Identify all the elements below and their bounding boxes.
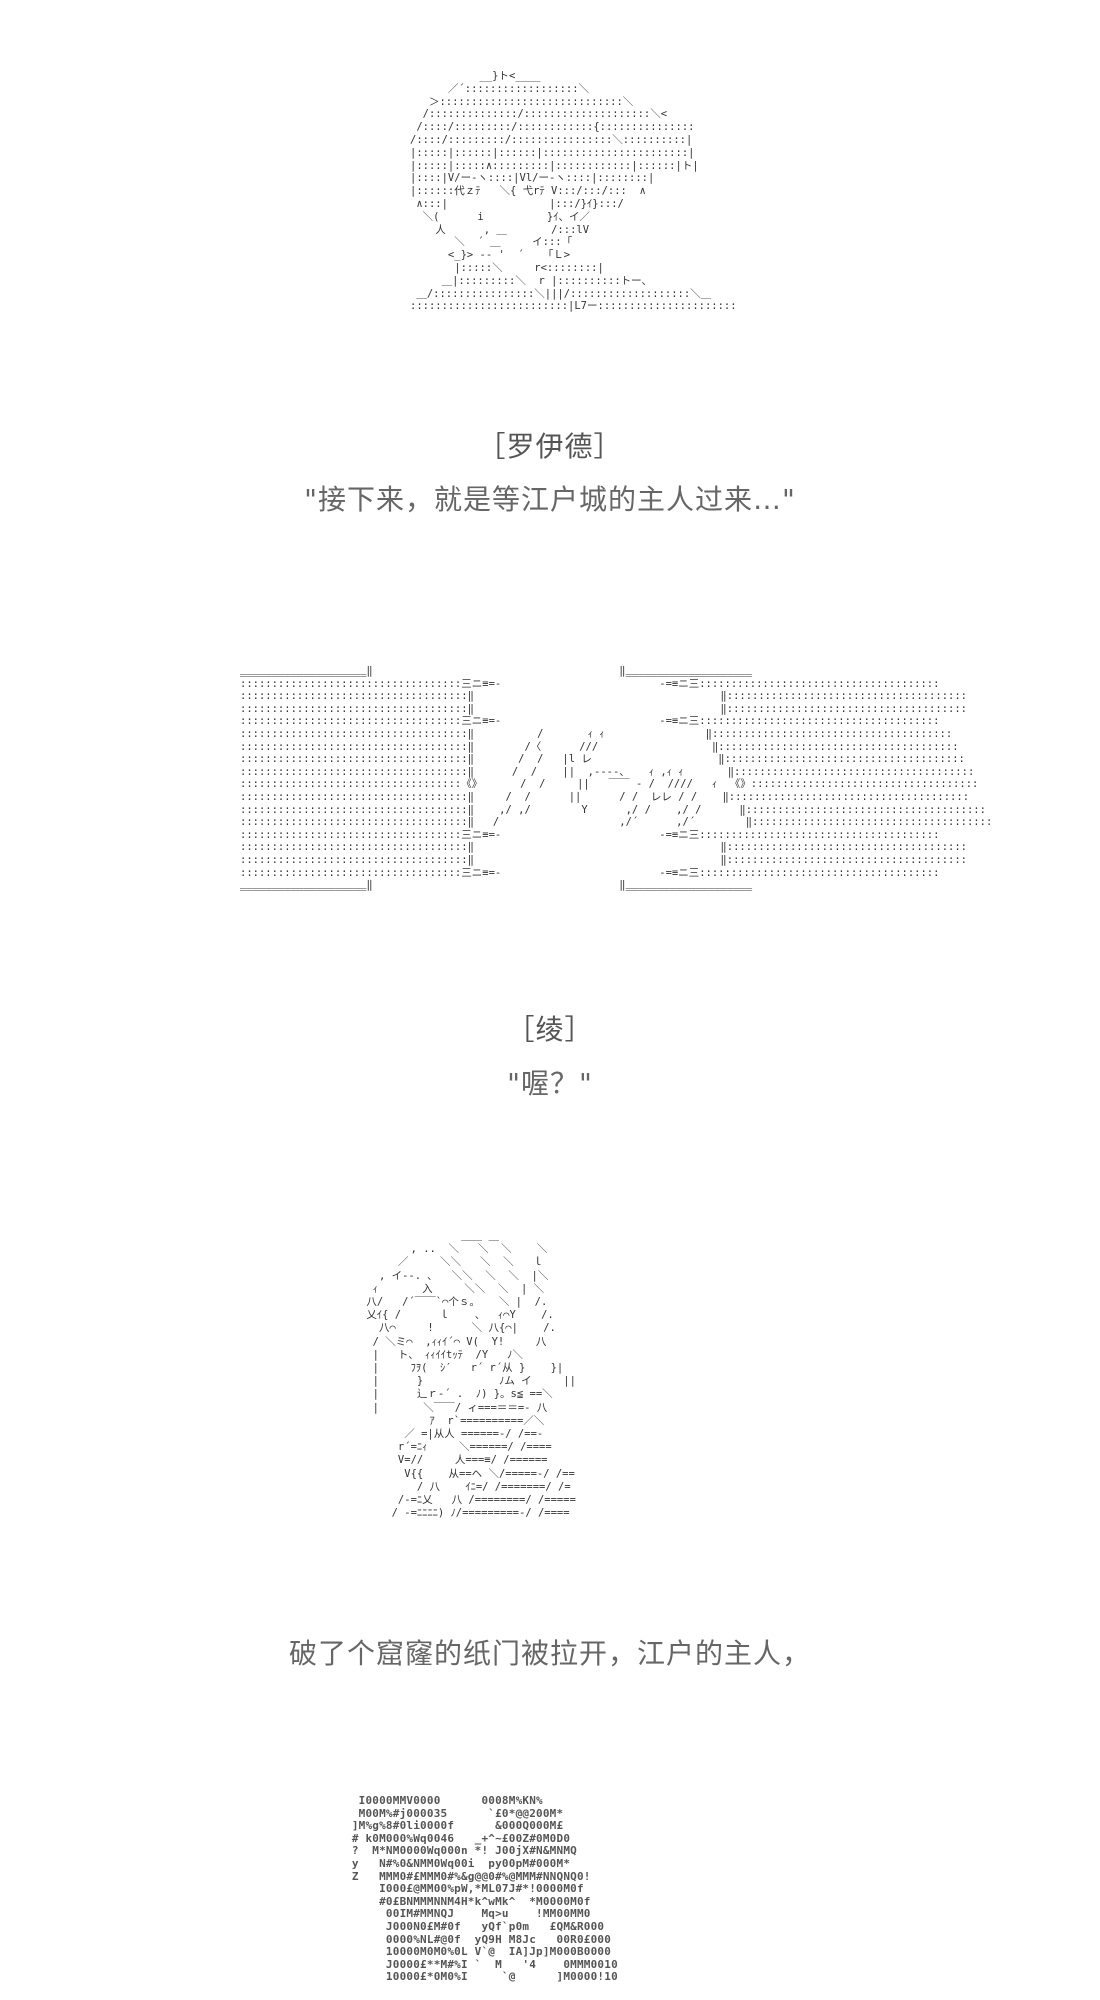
panel-1: __}ト<____ ／´::::::::::::::::::＼ ＞:::::::…	[0, 0, 1100, 560]
dialogue-line: "喔？"	[507, 1067, 593, 1100]
boy-ascii-art: __}ト<____ ／´::::::::::::::::::＼ ＞:::::::…	[410, 70, 737, 313]
shaded-figure-ascii-art: I0000MMV0000 0008M%KN% M00M%#j000035 `£0…	[351, 1794, 618, 1984]
panel-2: ‗‗‗‗‗‗‗‗‗‗‗‗‗‗‗‗‗‗‗‗‖ ‖‗‗‗‗‗‗‗‗‗‗‗‗‗‗‗‗‗…	[0, 640, 1100, 1020]
sliding-doors-ascii-art: ‗‗‗‗‗‗‗‗‗‗‗‗‗‗‗‗‗‗‗‗‖ ‖‗‗‗‗‗‗‗‗‗‗‗‗‗‗‗‗‗…	[240, 665, 993, 892]
dialogue-line: "接下来，就是等江户城的主人过来…"	[304, 483, 796, 516]
narration-line: 破了个窟窿的纸门被拉开，江户的主人，	[288, 1637, 811, 1670]
girl-at-door-ascii-art: ＿＿ ＿ , .. ＼ ＼ ＼ ＼ ／ ＼＼ ＼ ＼ ｌ , イ‐‐. ､ ＼＼…	[366, 1230, 576, 1520]
speaker-name: ［罗伊德］	[477, 430, 623, 463]
panel-4: I0000MMV0000 0008M%KN% M00M%#j000035 `£0…	[0, 1780, 1100, 2000]
speaker-name: ［绫］	[506, 1013, 594, 1046]
panel-3: ＿＿ ＿ , .. ＼ ＼ ＼ ＼ ／ ＼＼ ＼ ＼ ｌ , イ‐‐. ､ ＼＼…	[0, 1220, 1100, 1620]
